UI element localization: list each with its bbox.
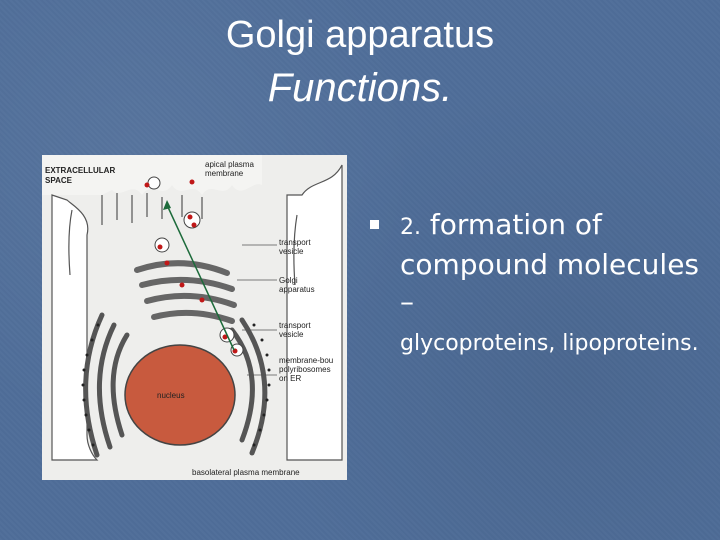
- label-transport-1b: vesicle: [279, 247, 304, 256]
- label-basolateral: basolateral plasma membrane: [192, 468, 300, 477]
- label-extracellular: EXTRACELLULAR: [45, 166, 115, 175]
- label-transport-1a: transport: [279, 238, 311, 247]
- bullet-heading-text: formation of compound molecules –: [400, 208, 699, 318]
- bullet-list: 2. formation of compound molecules – gly…: [370, 206, 700, 358]
- label-golgi-2: apparatus: [279, 285, 315, 294]
- bullet-number: 2.: [400, 215, 421, 240]
- bullet-detail: glycoproteins, lipoproteins.: [400, 330, 700, 358]
- bullet-square-icon: [370, 220, 379, 229]
- label-transport-2a: transport: [279, 321, 311, 330]
- slide-subtitle: Functions.: [0, 66, 720, 111]
- label-membrane-2: polyribosomes: [279, 365, 331, 374]
- label-golgi-1: Golgi: [279, 276, 298, 285]
- label-nucleus: nucleus: [157, 391, 185, 400]
- golgi-diagram: EXTRACELLULAR SPACE apical plasma membra…: [42, 155, 347, 480]
- label-membrane-1: membrane-bou: [279, 356, 333, 365]
- label-transport-2b: vesicle: [279, 330, 304, 339]
- label-membrane-3: on ER: [279, 374, 301, 383]
- label-apical-2: membrane: [205, 169, 244, 178]
- golgi-diagram-svg: EXTRACELLULAR SPACE apical plasma membra…: [42, 155, 347, 480]
- slide-title: Golgi apparatus: [0, 14, 720, 57]
- label-space: SPACE: [45, 176, 73, 185]
- bullet-heading: 2. formation of compound molecules –: [400, 206, 700, 320]
- label-apical-1: apical plasma: [205, 160, 254, 169]
